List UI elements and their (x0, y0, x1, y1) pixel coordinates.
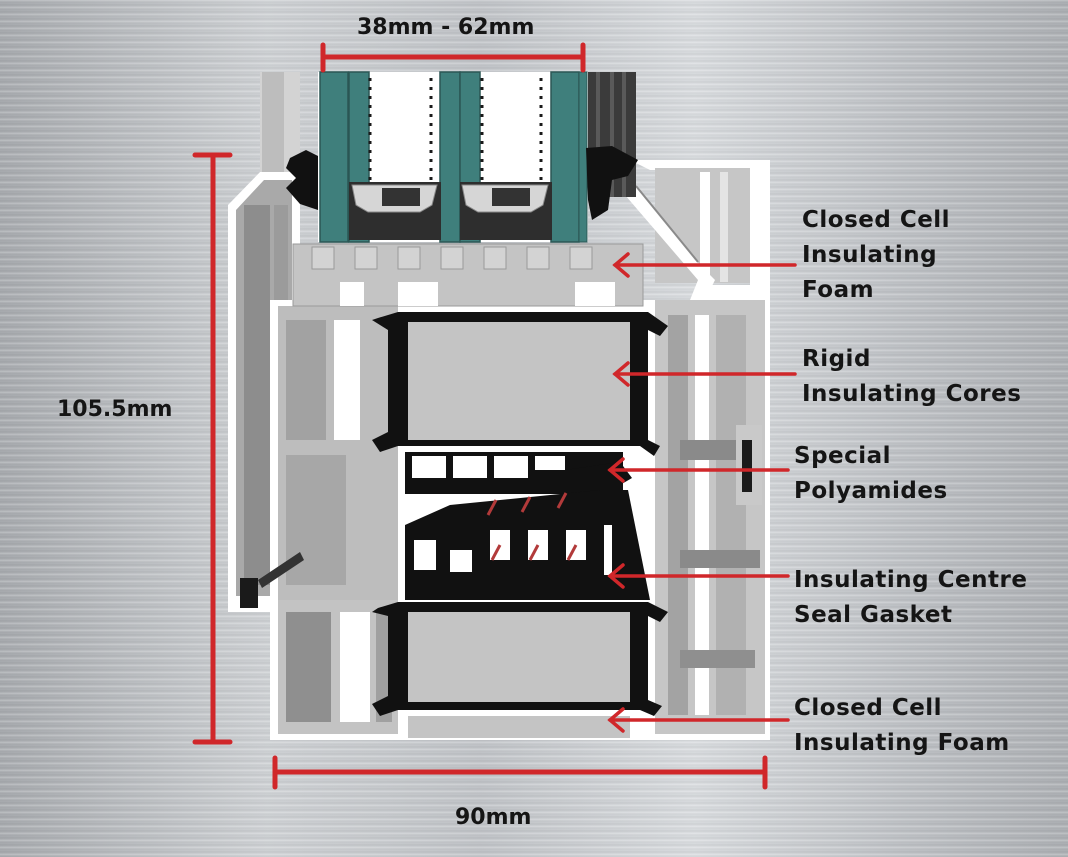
glazing-dimension-label: 38mm - 62mm (357, 15, 535, 40)
arrow-foam-bottom (607, 707, 790, 733)
outer-glazing-gasket (286, 150, 318, 210)
callout-line: Rigid (802, 346, 871, 372)
arrow-centre-seal (607, 563, 790, 589)
top-foam-block (292, 243, 644, 307)
arrow-polyamides (607, 457, 790, 483)
glass-pane-1 (319, 71, 349, 243)
height-dimension-label: 105.5mm (57, 397, 173, 422)
bottom-foam-block (408, 716, 630, 738)
callout-line: Foam (802, 277, 875, 303)
callout-line: Insulating Centre (794, 567, 1028, 593)
callout-line: Special (794, 443, 892, 469)
callout-line: Insulating Foam (794, 730, 1010, 756)
callout-line: Closed Cell (794, 695, 943, 721)
arrow-foam-top (612, 252, 797, 278)
glazing-bead-right (630, 160, 770, 300)
glass-pane-3 (550, 71, 580, 243)
polyamide-strip (405, 452, 632, 494)
callout-foam-top: Closed Cell Insulating Foam (802, 203, 950, 308)
callout-line: Insulating Cores (802, 381, 1022, 407)
dimension-lines (192, 42, 768, 790)
callout-rigid-cores: Rigid Insulating Cores (802, 342, 1021, 412)
callout-line: Polyamides (794, 478, 948, 504)
callout-foam-bottom: Closed Cell Insulating Foam (794, 691, 1010, 761)
callout-line: Insulating (802, 242, 938, 268)
callout-line: Closed Cell (802, 207, 951, 233)
inner-glazing-gasket (586, 146, 638, 220)
callout-line: Seal Gasket (794, 602, 953, 628)
glass-pane-2 (439, 71, 461, 243)
arrow-rigid-cores (612, 361, 797, 387)
rigid-insulating-cores (372, 312, 668, 738)
upper-rigid-core (408, 322, 630, 440)
centre-seal-gasket (240, 490, 650, 608)
callout-centre-seal: Insulating Centre Seal Gasket (794, 563, 1027, 633)
depth-dimension-label: 90mm (455, 805, 532, 830)
glazing-unit (286, 71, 638, 243)
callout-polyamides: Special Polyamides (794, 439, 948, 509)
callout-arrows (607, 252, 797, 733)
lower-rigid-core (408, 612, 630, 702)
